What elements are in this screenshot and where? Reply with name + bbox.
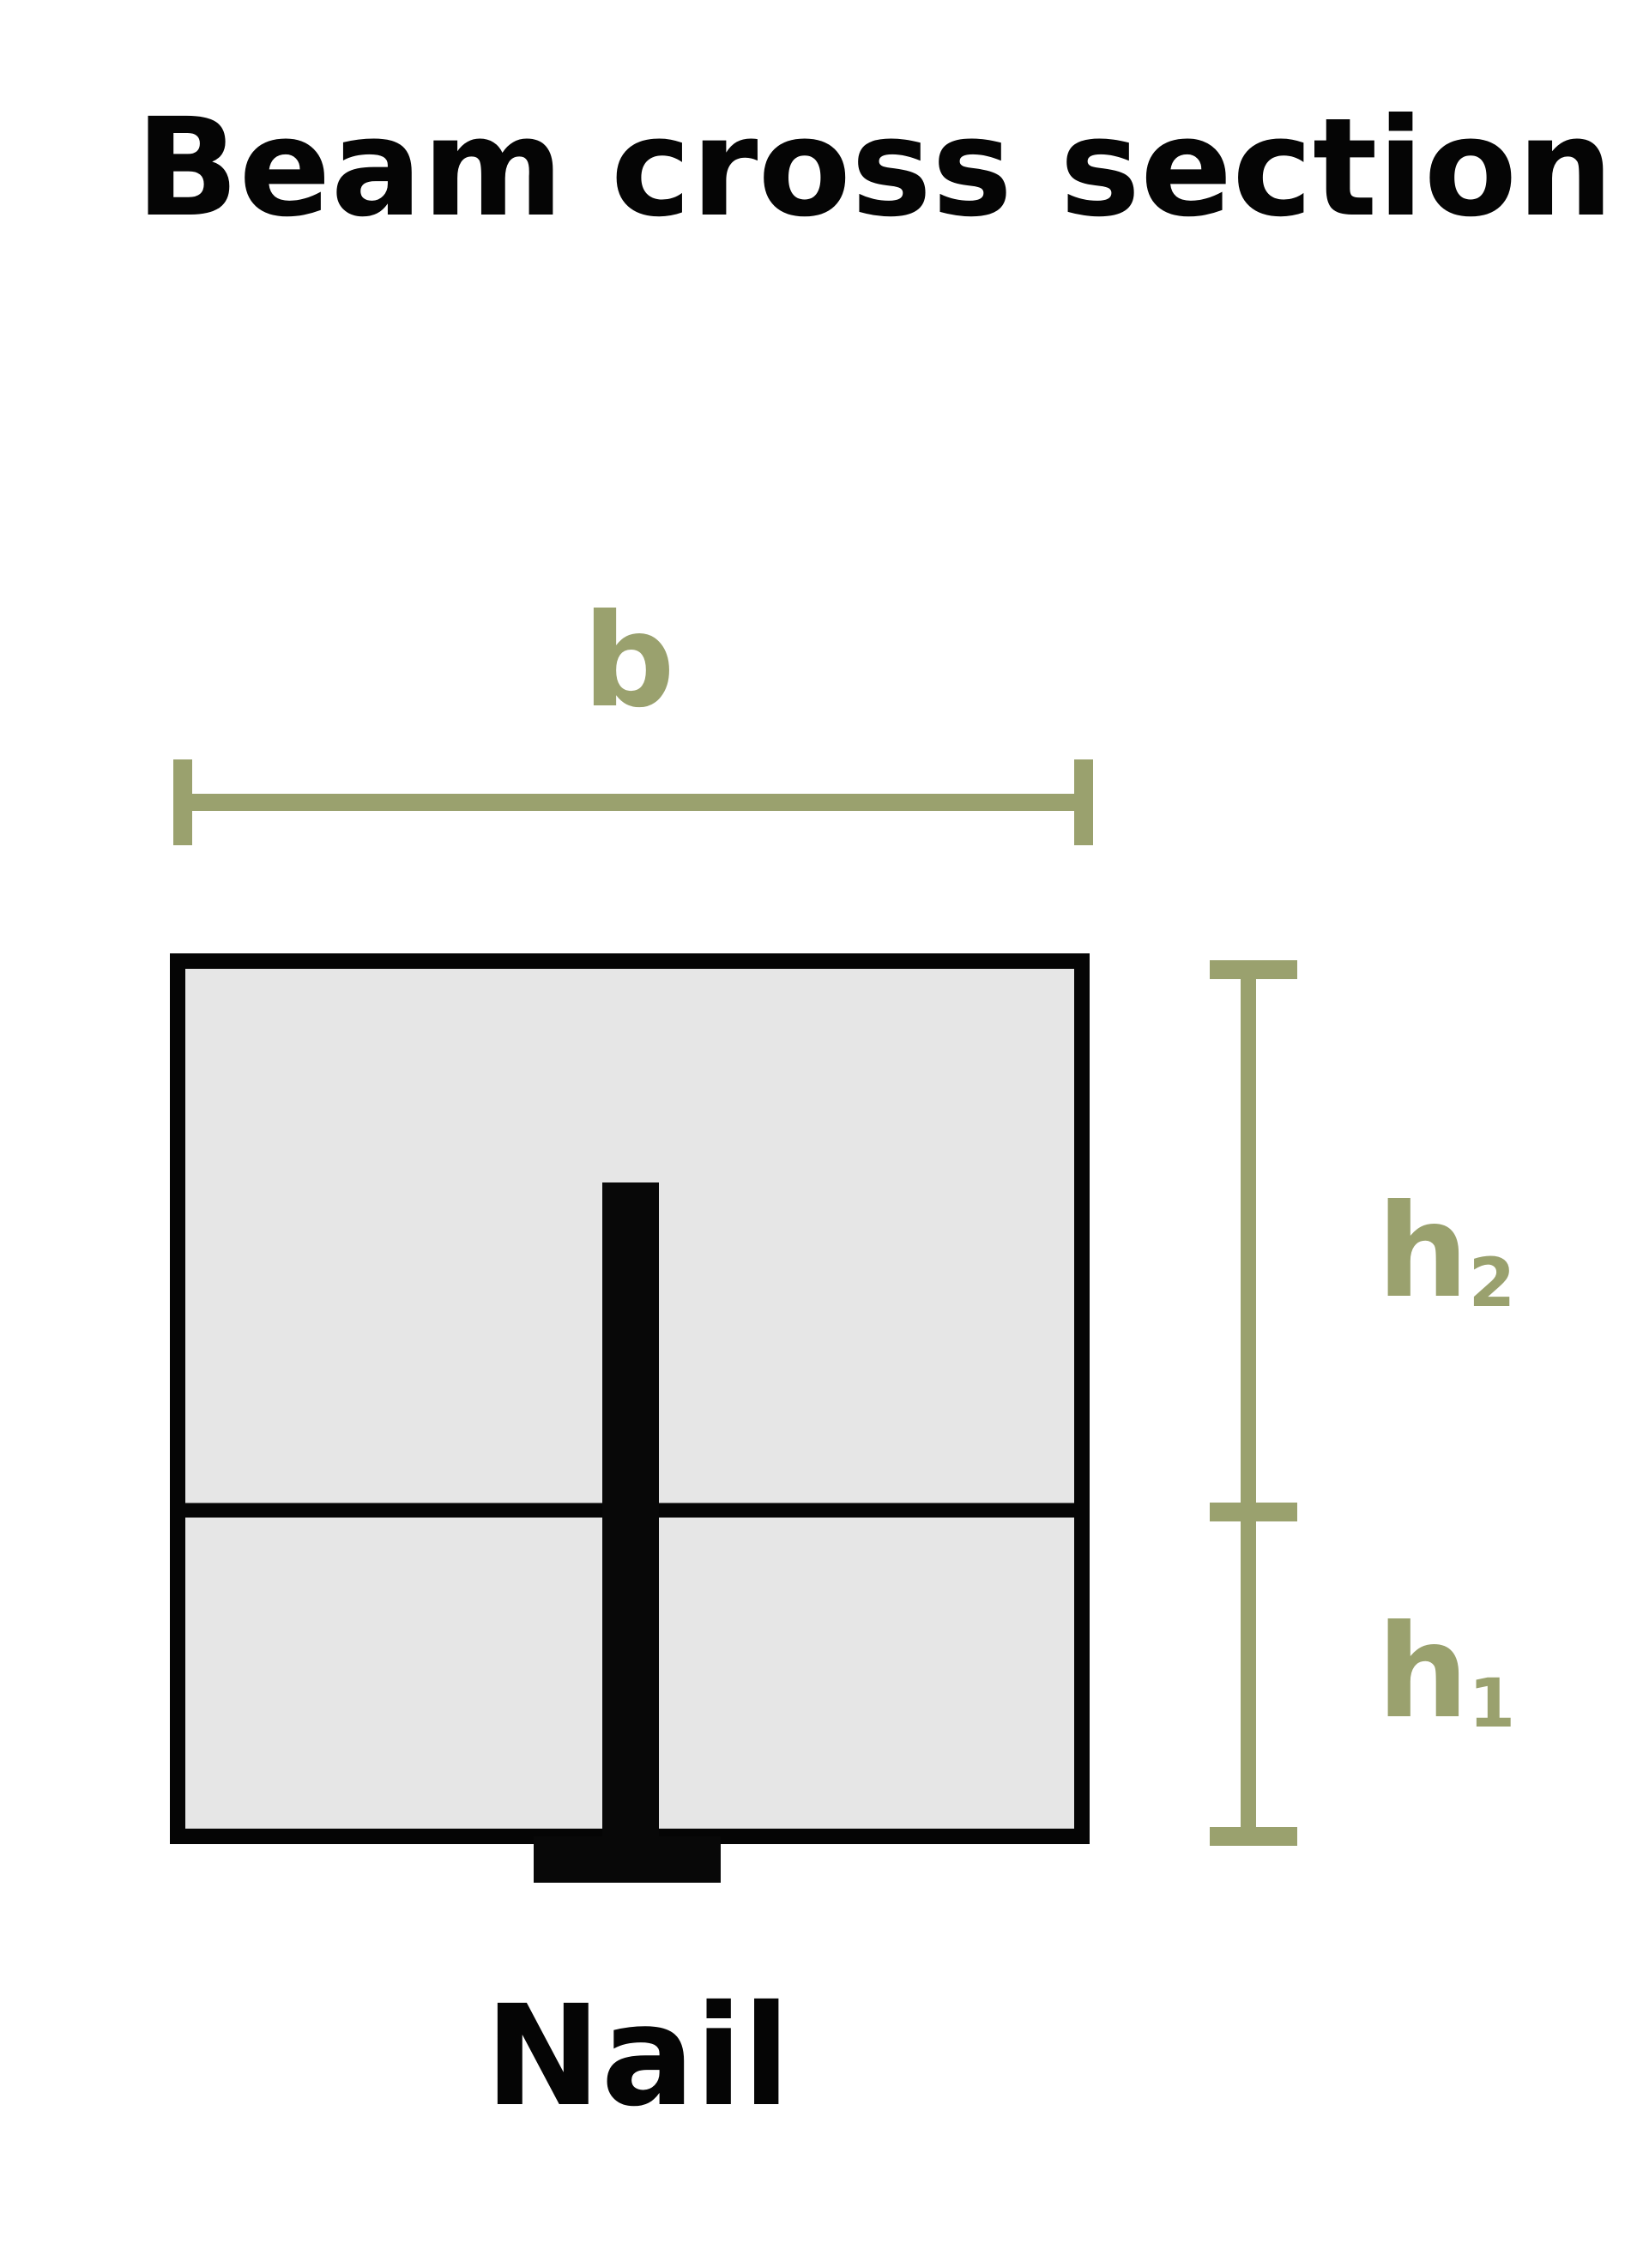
- nail-head: [534, 1836, 721, 1883]
- height-dimension: h2 h1: [1210, 960, 1515, 1846]
- nail: [534, 1182, 721, 1883]
- diagram-title: Beam cross section: [136, 89, 1614, 247]
- upper-height-subscript: 2: [1469, 1245, 1515, 1322]
- width-label: b: [583, 587, 674, 736]
- upper-height-label: h2: [1377, 1177, 1515, 1327]
- lower-height-label: h1: [1377, 1598, 1515, 1747]
- upper-height-letter: h: [1377, 1177, 1469, 1327]
- nail-label: Nail: [485, 1976, 790, 2138]
- nail-shank: [602, 1182, 659, 1845]
- lower-height-letter: h: [1377, 1598, 1469, 1747]
- lower-height-subscript: 1: [1469, 1666, 1515, 1743]
- width-dimension: b: [173, 587, 1093, 845]
